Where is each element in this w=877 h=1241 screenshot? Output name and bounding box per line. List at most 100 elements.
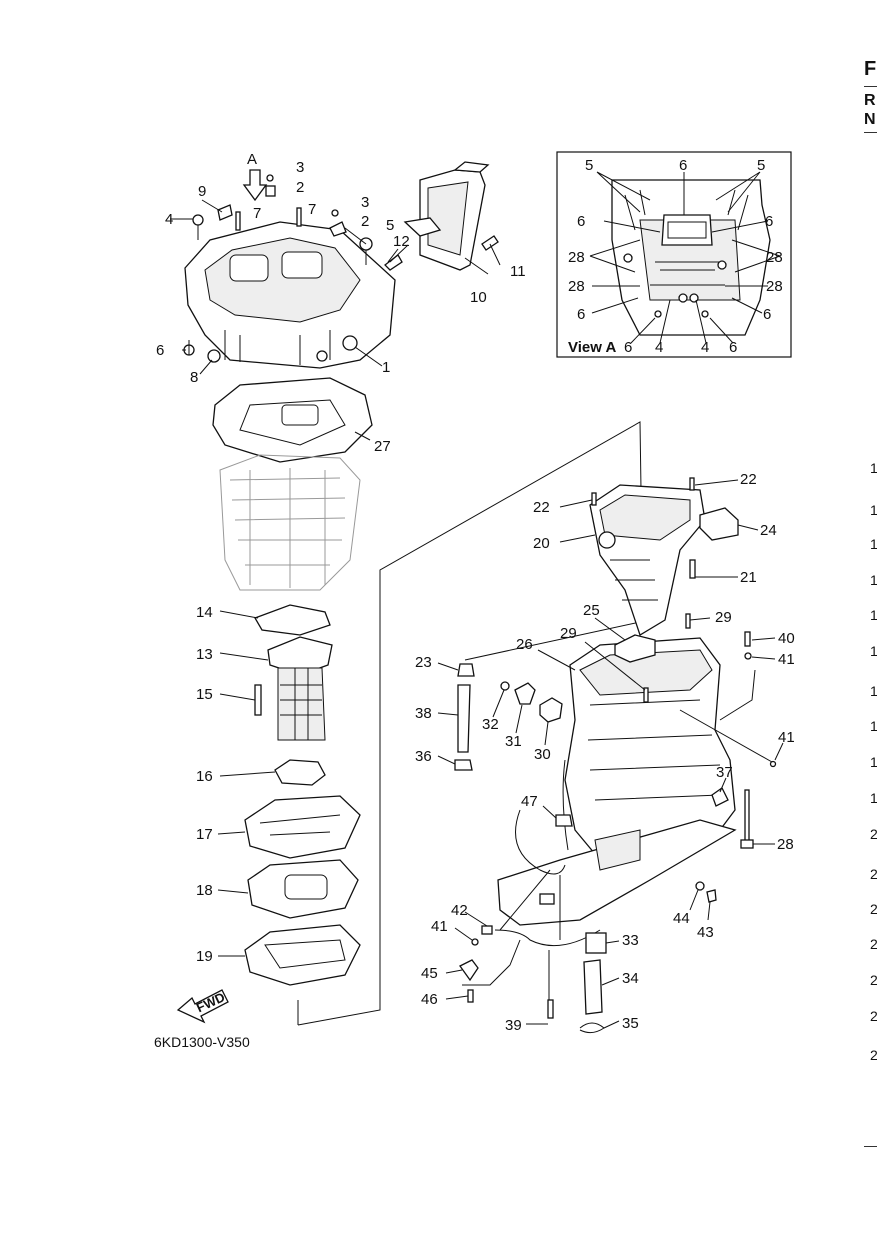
lower-housing-part	[497, 637, 737, 926]
bracket-24-part	[699, 507, 739, 541]
callout-34: 34	[622, 970, 639, 987]
callout-23: 23	[415, 654, 432, 671]
fwd-arrow-icon: FWD	[176, 989, 229, 1024]
view-callout-5: 5	[757, 157, 765, 174]
part-46	[467, 989, 474, 1003]
callout-12: 12	[393, 233, 410, 250]
edge-letter-f: F	[864, 58, 877, 80]
bolt-15-part	[254, 684, 262, 716]
grommet-23-part	[457, 663, 475, 677]
upper-casing-part	[184, 221, 396, 369]
callout-28: 28	[777, 836, 794, 853]
view-callout-6: 6	[577, 213, 585, 230]
bolt-43-part	[706, 889, 717, 903]
callout-18: 18	[196, 882, 213, 899]
callout-38: 38	[415, 705, 432, 722]
callout-15: 15	[196, 686, 213, 703]
edge-number: 1	[870, 790, 877, 806]
callout-37: 37	[716, 764, 733, 781]
washer-44-part	[695, 881, 705, 891]
edge-rule	[864, 1146, 877, 1147]
edge-number: 1	[870, 718, 877, 734]
callout-22: 22	[533, 499, 550, 516]
edge-number: 1	[870, 536, 877, 552]
muffler-part	[403, 161, 490, 271]
fitting-30-part	[539, 697, 563, 723]
callout-21: 21	[740, 569, 757, 586]
callout-2: 2	[296, 179, 304, 196]
callout-4: 4	[165, 211, 173, 228]
grommet-36-part	[454, 759, 473, 771]
callout-8: 8	[190, 369, 198, 386]
callout-22: 22	[740, 471, 757, 488]
callout-26: 26	[516, 636, 533, 653]
ghost-engine-block	[219, 454, 361, 591]
callout-33: 33	[622, 932, 639, 949]
callout-35: 35	[622, 1015, 639, 1032]
gasket-27-part	[212, 377, 373, 463]
pin-22-part	[689, 477, 695, 491]
callout-36: 36	[415, 748, 432, 765]
callout-40: 40	[778, 630, 795, 647]
callout-5: 5	[386, 217, 394, 234]
callout-16: 16	[196, 768, 213, 785]
view-callout-6: 6	[577, 306, 585, 323]
bracket-31-part	[514, 682, 536, 705]
callout-47: 47	[521, 793, 538, 810]
gasket-14-part	[254, 604, 331, 636]
callout-10: 10	[470, 289, 487, 306]
edge-number: 1	[870, 754, 877, 770]
callout-19: 19	[196, 948, 213, 965]
ring-35-part	[579, 1022, 605, 1034]
part-42	[481, 925, 493, 935]
edge-rule	[864, 132, 877, 133]
edge-number: 1	[870, 572, 877, 588]
view-a-inset: View A 5 6 5 6 6 28 28 28 28 6 6 6 4 4 6	[556, 151, 792, 358]
view-callout-6: 6	[679, 157, 687, 174]
callout-2: 2	[361, 213, 369, 230]
callout-7: 7	[308, 201, 316, 218]
part-41	[471, 938, 479, 946]
view-callout-4: 4	[701, 339, 709, 356]
gasket-16-part	[274, 759, 326, 786]
edge-number: 2	[870, 972, 877, 988]
pin-29-part	[643, 687, 649, 703]
part-45	[459, 959, 479, 982]
callout-43: 43	[697, 924, 714, 941]
callout-42: 42	[451, 902, 468, 919]
rubber-34-part	[583, 959, 603, 1015]
edge-number: 2	[870, 826, 877, 842]
part-41	[744, 652, 752, 660]
part-39	[547, 999, 554, 1019]
callout-46: 46	[421, 991, 438, 1008]
view-a-label: View A	[568, 339, 617, 356]
edge-number: 1	[870, 607, 877, 623]
callout-3: 3	[296, 159, 304, 176]
callout-1: 1	[382, 359, 390, 376]
wire-harness	[462, 759, 601, 986]
edge-rule	[864, 86, 877, 87]
plate-17-part	[244, 795, 361, 859]
callout-11: 11	[510, 263, 526, 280]
view-callout-6: 6	[763, 306, 771, 323]
callout-41: 41	[431, 918, 448, 935]
edge-number: 1	[870, 502, 877, 518]
callout-7: 7	[253, 205, 261, 222]
exhaust-manifold-part	[267, 636, 333, 741]
callout-25: 25	[583, 602, 600, 619]
pin-29-part	[685, 613, 691, 629]
edge-number: 2	[870, 1008, 877, 1024]
drive-shaft-housing-upper	[589, 484, 706, 636]
callout-45: 45	[421, 965, 438, 982]
pin-22-part	[591, 492, 597, 506]
callout-27: 27	[374, 438, 391, 455]
edge-letter-n: N	[864, 111, 876, 128]
callout-20: 20	[533, 535, 550, 552]
drawing-code: 6KD1300-V350	[154, 1034, 250, 1050]
cable-41	[679, 669, 773, 763]
callout-3: 3	[361, 194, 369, 211]
screw-32-part	[500, 681, 510, 691]
part-40	[744, 631, 751, 647]
view-callout-28: 28	[766, 249, 783, 266]
